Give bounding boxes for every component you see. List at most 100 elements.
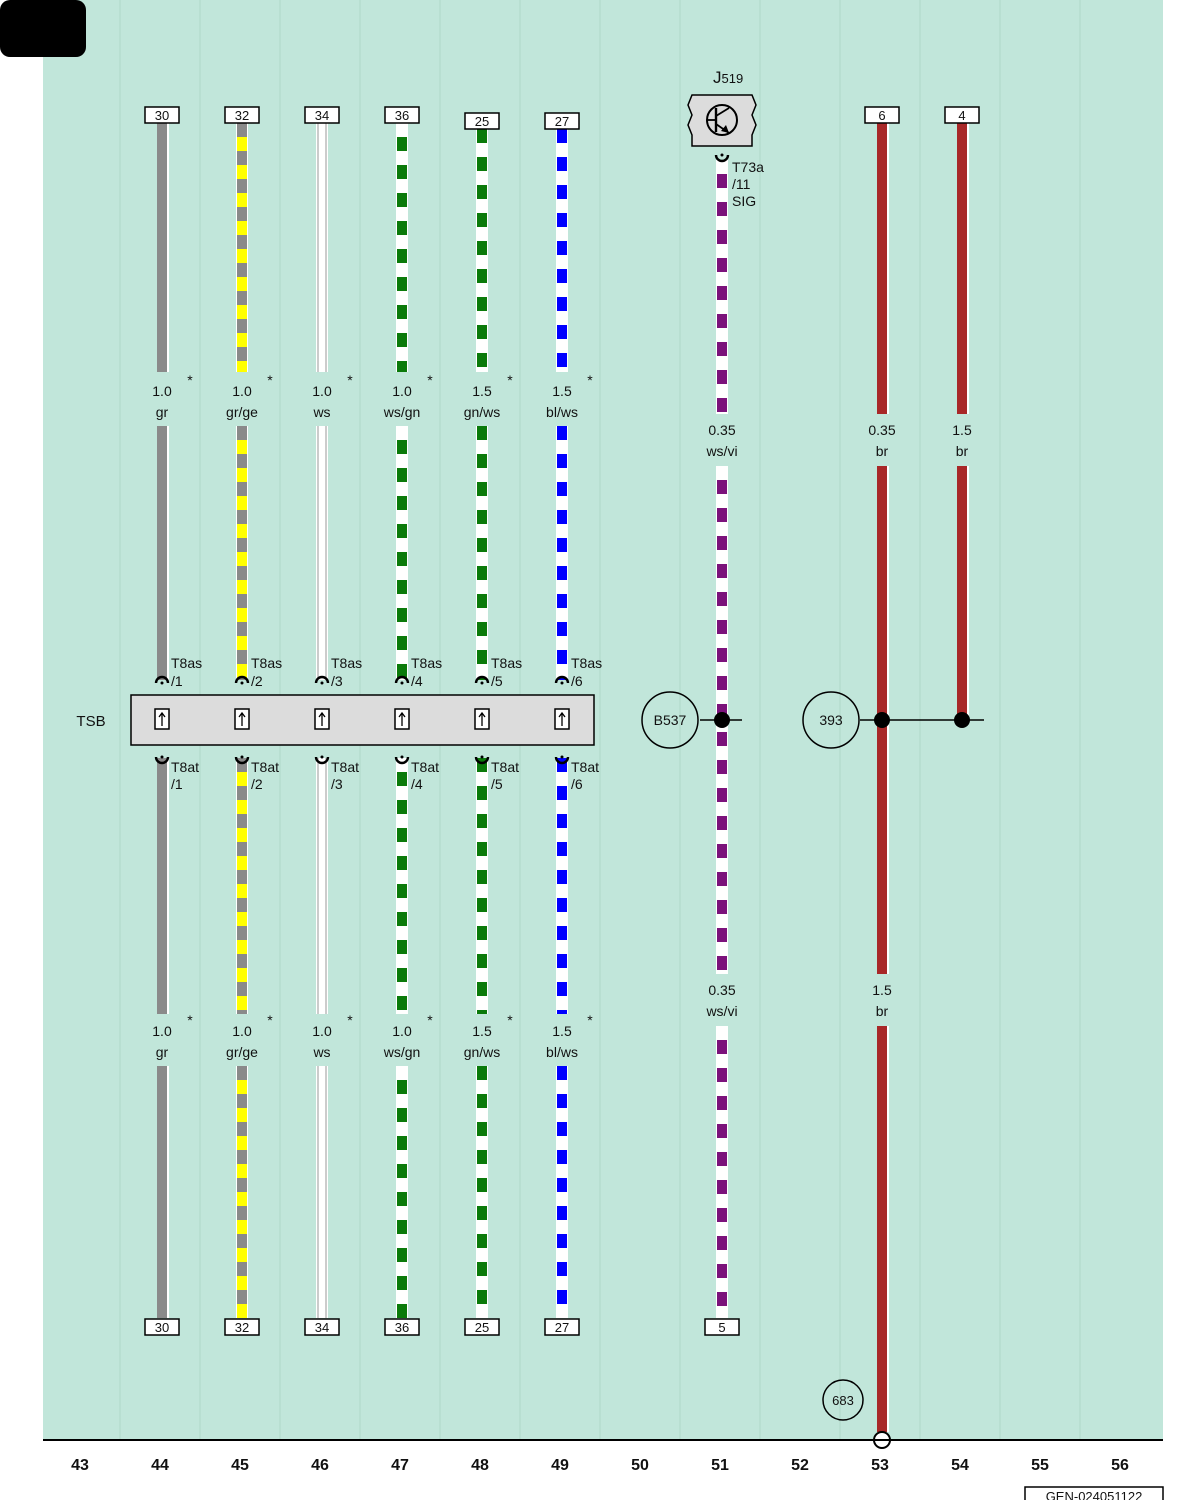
connector-pin [160,755,164,759]
doc-id-box [1024,1486,1164,1500]
connector-label: /1 [171,673,183,689]
connector-label: /2 [251,776,263,792]
pin-icon [394,708,410,730]
connector-icon [714,154,730,163]
tsb-block[interactable] [130,694,595,746]
symbols-layer: 30301.0gr1.0gr**T8as/1T8at/132321.0gr/ge… [144,106,984,1449]
transistor-icon [706,104,738,136]
wire-size: 1.0 [152,1023,172,1039]
wire-color-code: gr/ge [226,404,258,420]
wire-size: 1.0 [312,383,332,399]
wire-segment [157,758,169,1014]
column-number: 48 [471,1457,489,1474]
ground-label: 683 [832,1393,854,1408]
wire-segment [157,426,169,680]
connector-label: /4 [411,776,423,792]
wire-segment [476,758,488,1014]
terminal-box: 30 [144,1318,180,1336]
tsb-label: TSB [76,713,105,730]
connector-icon [154,675,170,684]
wire-star: * [267,1012,273,1028]
node-label: B537 [654,712,687,728]
connector-label: T8at [411,759,439,775]
wire-fill [316,426,328,680]
terminal-frame [224,1318,260,1336]
terminal-box: 32 [224,1318,260,1336]
wire-fill [877,123,887,414]
node-circle [641,691,699,749]
wire-size: 1.0 [392,383,412,399]
connector-label: T8at [571,759,599,775]
wire-star: * [427,372,433,388]
connector-icon [474,675,490,684]
junction-dot [714,712,730,728]
column-number: 47 [391,1457,409,1474]
connector-icon [394,756,410,765]
wire-segment [316,758,328,1014]
connector-label: T8as [411,655,442,671]
node-circle [802,691,860,749]
wire-color-code: br [876,443,889,459]
connector-label: T8at [331,759,359,775]
terminal-frame [384,1318,420,1336]
wire-segment [157,123,169,372]
pin-icon [314,708,330,730]
wire-size: 0.35 [708,982,735,998]
connector-pin [720,153,724,157]
connector-label: /3 [331,776,343,792]
terminal-box: 27 [544,112,580,130]
relay-pin-line3: SIG [732,193,756,209]
wire-star: * [187,1012,193,1028]
wire-segment [396,758,408,1014]
wire-color-code: gr [156,1044,169,1060]
connector-pin [320,681,324,685]
wire-size: 1.5 [552,383,572,399]
connector-label: /4 [411,673,423,689]
wire-size: 1.0 [152,383,172,399]
terminal-frame [544,1318,580,1336]
terminal-box: 32 [224,106,260,124]
connector-icon [234,675,250,684]
wire-segment [476,426,488,680]
terminal-box: 34 [304,1318,340,1336]
connector-label: /2 [251,673,263,689]
relay-j519[interactable]: J519 T73a /11 SIG [687,68,764,209]
connector-icon [154,756,170,765]
connector-pin [560,681,564,685]
connector-label: T8as [331,655,362,671]
terminal-box: 36 [384,1318,420,1336]
connector-label: /3 [331,673,343,689]
connector-pin [480,755,484,759]
wire-segment [877,123,889,414]
wire-segment [556,1066,568,1318]
wire-color-code: bl/ws [546,404,578,420]
wire-color-code: ws [312,404,330,420]
pin-icon [234,708,250,730]
pin-icon [554,708,570,730]
connector-pin [400,681,404,685]
relay-pin-line2: /11 [732,176,751,192]
wire-segment [236,1066,248,1318]
wire-star: * [347,1012,353,1028]
wire-segment [476,1066,488,1318]
column-number: 43 [71,1457,89,1474]
wire-fill [157,758,167,1014]
terminal-number: 32 [235,108,249,123]
wire-star: * [587,1012,593,1028]
wire-fill [316,1066,328,1318]
connector-pin [400,755,404,759]
wire-fill [157,426,167,680]
terminal-frame [384,106,420,124]
terminal-frame [704,1318,740,1336]
connector-label: /6 [571,673,583,689]
terminal-number: 36 [395,108,409,123]
column-number: 46 [311,1457,329,1474]
wire-size: 1.0 [232,1023,252,1039]
wire-segment [556,758,568,1014]
wire-segment [716,1026,728,1318]
wire-color-code: gn/ws [464,404,501,420]
connector-icon [394,675,410,684]
wire-color-code: ws [312,1044,330,1060]
column-number: 45 [231,1457,249,1474]
